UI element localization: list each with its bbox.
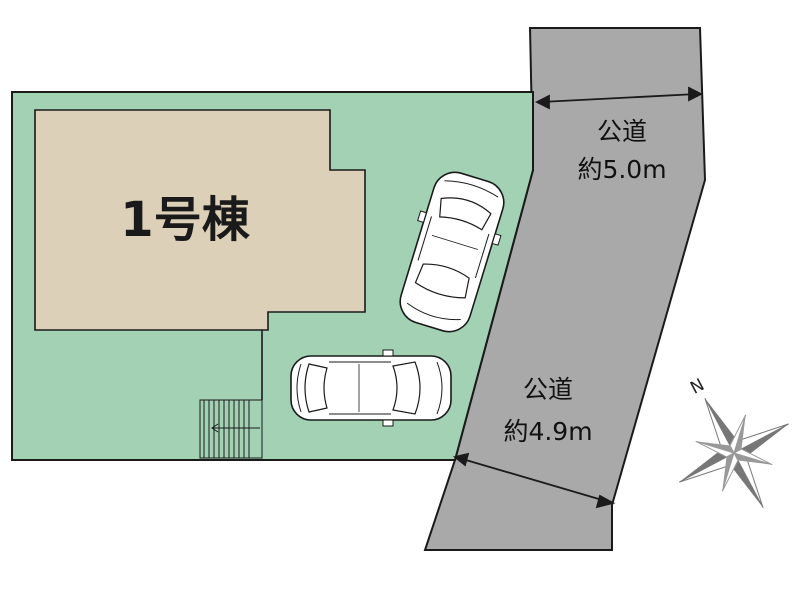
road-dimension-1 <box>534 86 704 110</box>
road-name-2: 公道 <box>523 375 573 404</box>
compass-north-label: N <box>687 375 708 399</box>
building-label: 1号棟 <box>120 192 250 248</box>
road-dimension-2 <box>452 452 616 509</box>
entrance-stairs <box>199 399 263 459</box>
road-name-1: 公道 <box>597 117 647 146</box>
parked-car-1 <box>399 171 505 333</box>
parked-car-2 <box>290 349 452 427</box>
road-width-2: 約4.9m <box>503 417 592 446</box>
road-width-1: 約5.0m <box>577 155 666 184</box>
building-footprint <box>34 109 366 331</box>
compass-rose <box>679 398 789 508</box>
